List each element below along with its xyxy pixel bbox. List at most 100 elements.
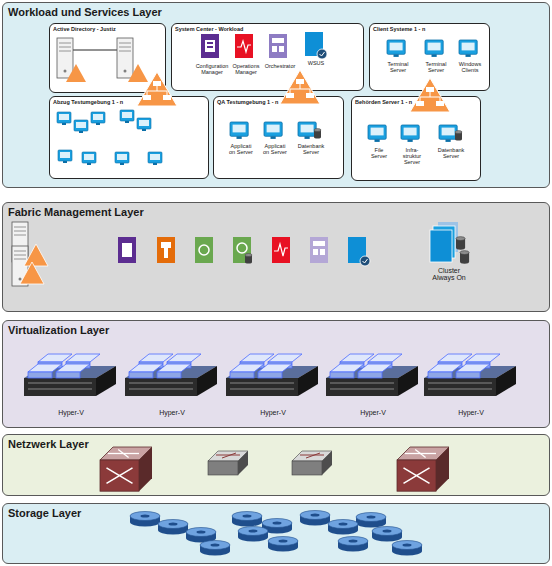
layer-band: Storage Layer <box>2 503 550 564</box>
icon-instance <box>300 511 330 526</box>
art-shape <box>310 237 328 263</box>
icon-instance <box>392 541 422 556</box>
icon-label: Hyper-V <box>253 409 293 416</box>
art-shape <box>430 230 452 262</box>
group-box: Behörden Server 1 - n File Server Infra- s… <box>351 96 481 181</box>
icon-label: Hyper-V <box>152 409 192 416</box>
icon-label: Terminal Server <box>423 62 449 74</box>
ad-server <box>117 38 133 78</box>
icon-instance <box>226 354 318 396</box>
icon-label: Hyper-V <box>353 409 393 416</box>
icon-instance <box>130 512 160 527</box>
client-icon <box>387 40 405 57</box>
icon-instance <box>186 528 216 543</box>
group-title: Behörden Server 1 - n <box>355 99 412 105</box>
art-shape <box>269 34 287 58</box>
icon-label: Datenbank Server <box>296 144 326 156</box>
icon-instance <box>372 527 402 542</box>
icon-instance <box>200 541 230 556</box>
group-title: Client Systeme 1 - n <box>373 26 425 32</box>
layer-band: Workload und Services LayerActive Direct… <box>2 2 550 188</box>
layer-band: Virtualization LayerHyper-V Hyper-V Hyper-… <box>2 320 550 428</box>
layer-title: Netzwerk Layer <box>8 438 89 450</box>
ad-triangle <box>128 64 148 82</box>
layer-title: Workload und Services Layer <box>8 6 162 18</box>
icon-label: Terminal Server <box>385 62 411 74</box>
icon-instance <box>292 451 332 475</box>
icon-instance <box>455 131 462 141</box>
icon-instance <box>280 70 320 104</box>
art-shape <box>272 237 290 263</box>
art-shape <box>360 256 370 266</box>
icon-label: Applicati on Server <box>262 144 288 156</box>
icon-instance <box>57 112 71 125</box>
icon-instance <box>24 354 116 396</box>
art-shape <box>207 46 213 48</box>
art-shape <box>320 52 325 56</box>
icon-label: Applicati on Server <box>228 144 254 156</box>
art-shape <box>237 243 247 253</box>
icon-label: File Server <box>368 148 390 160</box>
icon-label: Infra- struktur Server <box>400 148 424 165</box>
icon-instance <box>424 354 516 396</box>
icon-instance <box>338 537 368 552</box>
art-shape <box>279 46 284 52</box>
icon-instance <box>298 122 316 139</box>
art-shape <box>348 237 366 263</box>
group-box: QA Testumgebung 1 - n Applicati on Server… <box>213 96 344 179</box>
art-shape <box>20 262 44 284</box>
icon-label: Cluster Always On <box>432 267 466 282</box>
art-shape <box>207 42 213 44</box>
icon-instance <box>120 110 134 123</box>
ad-triangle <box>66 64 86 82</box>
icon-instance <box>460 251 469 264</box>
art-shape <box>272 38 284 43</box>
icon-instance <box>356 513 386 528</box>
icon-group <box>430 222 469 264</box>
layer-title: Fabric Management Layer <box>8 206 144 218</box>
icon-instance <box>137 72 177 106</box>
icon-instance <box>314 129 321 139</box>
art-shape <box>313 241 325 246</box>
art-shape <box>201 34 219 58</box>
icon-instance <box>230 122 248 139</box>
icon-instance <box>264 122 282 139</box>
icon-instance <box>74 120 88 133</box>
icon-instance <box>12 246 28 286</box>
icon-instance <box>232 512 262 527</box>
icon-instance <box>158 520 188 535</box>
art-shape <box>433 226 455 258</box>
art-shape <box>305 32 323 56</box>
icon-instance <box>208 451 248 475</box>
art-shape <box>438 222 458 252</box>
art-shape <box>118 237 136 263</box>
art-shape <box>237 41 251 52</box>
layer-title: Virtualization Layer <box>8 324 109 336</box>
icon-label: Orchestrator <box>262 64 298 70</box>
art-shape <box>164 248 168 258</box>
icon-instance <box>12 222 28 262</box>
art-shape <box>24 244 48 266</box>
group-title: QA Testumgebung 1 - n <box>217 99 278 105</box>
group-title: Abzug Testumgebung 1 - n <box>53 99 123 105</box>
icon-label: WSUS <box>302 61 330 67</box>
art-shape <box>195 237 213 263</box>
group-box: Active Directory - Justiz <box>49 23 166 93</box>
ad-server <box>57 38 73 78</box>
group-box: Abzug Testumgebung 1 - n <box>49 96 209 179</box>
art-shape <box>317 49 327 59</box>
icon-label: Datenbank Server <box>436 148 466 160</box>
icon-label: Hyper-V <box>51 409 91 416</box>
icon-label: Windows Clients <box>456 62 484 74</box>
operations-manager-icon <box>235 34 253 58</box>
layer-title: Storage Layer <box>8 507 81 519</box>
icon-group <box>118 237 370 266</box>
icon-instance <box>115 152 129 165</box>
icon-instance <box>245 254 252 264</box>
icon-instance <box>91 112 105 125</box>
art-shape <box>199 245 209 255</box>
icon-instance <box>456 237 465 250</box>
orchestrator-icon <box>269 34 287 58</box>
